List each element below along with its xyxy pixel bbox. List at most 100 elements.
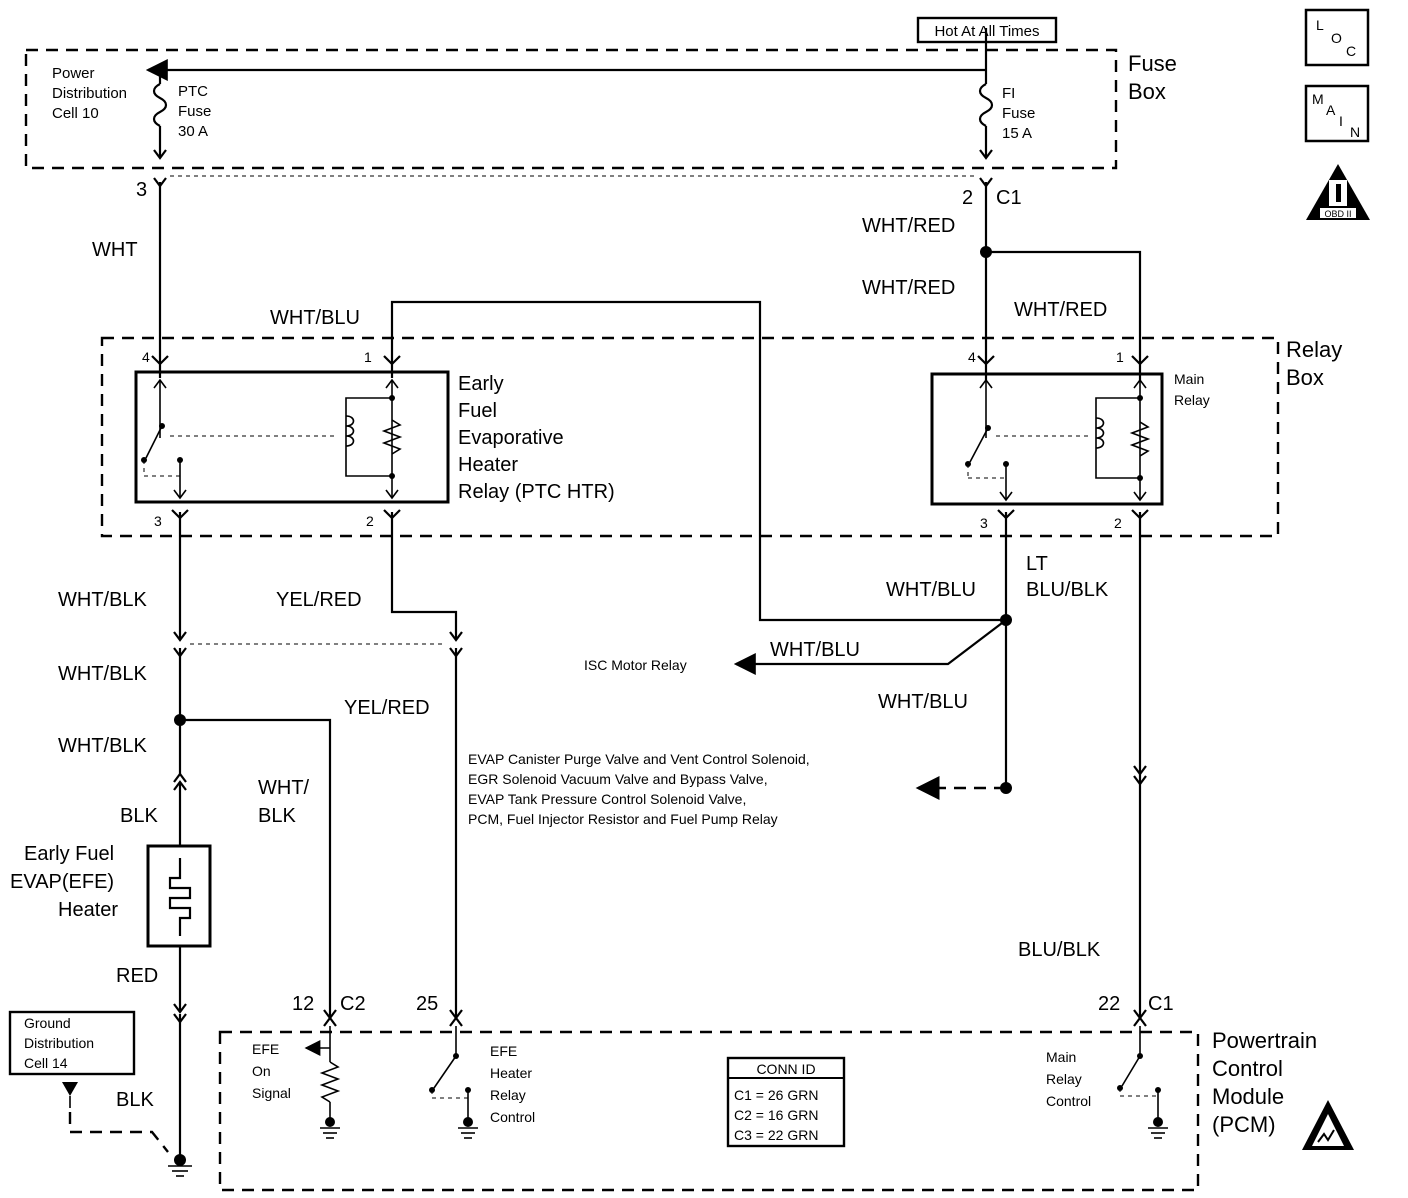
isc-motor-relay-wire [733,619,1007,675]
main-icon: M A I N [1304,84,1370,143]
svg-text:C: C [1346,43,1356,59]
connector-pin-2: 2 [962,187,973,209]
svg-text:Signal: Signal [252,1085,291,1101]
wht-red-label-3: WHT/RED [1014,299,1107,321]
pcm-pin-12: 12 [292,993,314,1015]
wht-blk-label-2: WHT/BLK [58,663,148,685]
svg-text:PCM, Fuel Injector Resistor an: PCM, Fuel Injector Resistor and Fuel Pum… [468,811,778,827]
svg-text:(PCM): (PCM) [1212,1112,1276,1137]
wht-blk-pcm-wire [180,718,332,1018]
blk-label-1: BLK [120,805,158,827]
svg-text:3: 3 [154,513,162,529]
svg-text:1: 1 [364,349,372,365]
pcm-connector-c2: C2 [340,993,366,1015]
yel-red-label-2: YEL/RED [344,697,430,719]
wht-blk-label-3: WHT/BLK [58,735,148,757]
fuse-box-label-2: Box [1128,79,1166,104]
conn-id-row: C3 = 22 GRN [734,1127,818,1143]
main-relay-control-label: Main Relay Control [1046,1049,1091,1109]
svg-text:2: 2 [1114,515,1122,531]
wht-wire-label: WHT [92,239,138,261]
evap-destination-label: EVAP Canister Purge Valve and Vent Contr… [468,751,810,827]
svg-text:Control: Control [1046,1093,1091,1109]
blk-short-label: BLK [258,805,296,827]
svg-text:L: L [1316,17,1324,33]
ptc-fuse-symbol [152,70,168,160]
svg-text:Fuse: Fuse [178,103,211,120]
svg-text:Power: Power [52,65,95,82]
svg-text:Early Fuel: Early Fuel [24,843,114,865]
connector-pin-3: 3 [136,179,147,201]
pcm-pin-25: 25 [416,993,438,1015]
svg-text:Control: Control [1212,1056,1283,1081]
fuse-box-outline [24,48,1118,170]
svg-text:Heater: Heater [490,1065,532,1081]
svg-text:Distribution: Distribution [24,1035,94,1051]
efe-heater-relay: 4 1 3 2 [134,349,450,529]
wht-blu-label-1: WHT/BLU [270,307,360,329]
blk-label-2: BLK [116,1089,154,1111]
svg-text:On: On [252,1063,271,1079]
svg-text:Cell 14: Cell 14 [24,1055,68,1071]
svg-text:EGR Solenoid Vacuum Valve and: EGR Solenoid Vacuum Valve and Bypass Val… [468,771,768,787]
lt-blu-blk-label: BLU/BLK [1026,579,1109,601]
svg-text:EVAP(EFE): EVAP(EFE) [10,871,114,893]
svg-text:Heater: Heater [58,899,118,921]
svg-text:FI: FI [1002,85,1015,102]
efe-relay-control-switch [429,1026,478,1139]
fuse-box-label-1: Fuse [1128,51,1177,76]
efe-relay-control-label: EFE Heater Relay Control [490,1043,535,1125]
conn-id-table: CONN ID C1 = 26 GRN C2 = 16 GRN C3 = 22 … [726,1056,846,1148]
loc-icon: L O C [1304,8,1370,67]
svg-text:Evaporative: Evaporative [458,427,564,449]
svg-text:15 A: 15 A [1002,125,1032,142]
svg-text:4: 4 [142,349,150,365]
svg-text:Main: Main [1046,1049,1076,1065]
svg-text:1: 1 [1116,349,1124,365]
ground-icon [168,1154,192,1177]
ground-distribution-label: Ground Distribution Cell 14 [8,1010,136,1076]
svg-text:Heater: Heater [458,454,518,476]
svg-text:Powertrain: Powertrain [1212,1028,1317,1053]
relay-box-outline [100,336,1280,538]
yel-red-wire-upper [390,512,458,640]
svg-text:4: 4 [968,349,976,365]
svg-text:Early: Early [458,373,504,395]
svg-text:I: I [1339,113,1343,129]
main-relay-label: Main Relay [1174,371,1210,408]
svg-text:EVAP Tank Pressure Control Sol: EVAP Tank Pressure Control Solenoid Valv… [468,791,746,807]
svg-text:O: O [1331,30,1342,46]
yel-red-label-1: YEL/RED [276,589,362,611]
isc-motor-relay-label: ISC Motor Relay [584,657,687,673]
svg-text:Distribution: Distribution [52,85,127,102]
blu-blk-label: BLU/BLK [1018,939,1101,961]
ground-distribution-arrow [62,1082,78,1108]
svg-text:OBD II: OBD II [1324,209,1351,219]
svg-text:Relay: Relay [1046,1071,1082,1087]
relay-box-label-1: Relay [1286,337,1342,362]
main-relay-control-switch [1117,1026,1168,1139]
red-label: RED [116,965,158,987]
svg-text:Main: Main [1174,371,1204,387]
wht-blu-label-2: WHT/BLU [886,579,976,601]
wht-blu-label-3: WHT/BLU [770,639,860,661]
pcm-connector-c1: C1 [1148,993,1174,1015]
efe-heater-label: Early Fuel EVAP(EFE) Heater [10,843,118,921]
svg-text:A: A [1326,102,1336,118]
lt-label: LT [1026,553,1048,575]
conn-id-row: C2 = 16 GRN [734,1107,818,1123]
svg-text:Relay (PTC HTR): Relay (PTC HTR) [458,481,615,503]
pcm-label: Powertrain Control Module (PCM) [1212,1028,1317,1137]
svg-text:Cell 10: Cell 10 [52,105,99,122]
svg-text:N: N [1350,124,1360,140]
esd-warning-icon [1302,1100,1354,1150]
svg-text:Module: Module [1212,1084,1284,1109]
efe-on-signal-label: EFE On Signal [252,1041,291,1101]
obd-ii-icon: OBD II [1306,164,1370,220]
ptc-fuse-label: PTC Fuse 30 A [178,83,211,140]
svg-text:EFE: EFE [490,1043,517,1059]
connector-c1: C1 [996,187,1022,209]
svg-text:Ground: Ground [24,1015,71,1031]
